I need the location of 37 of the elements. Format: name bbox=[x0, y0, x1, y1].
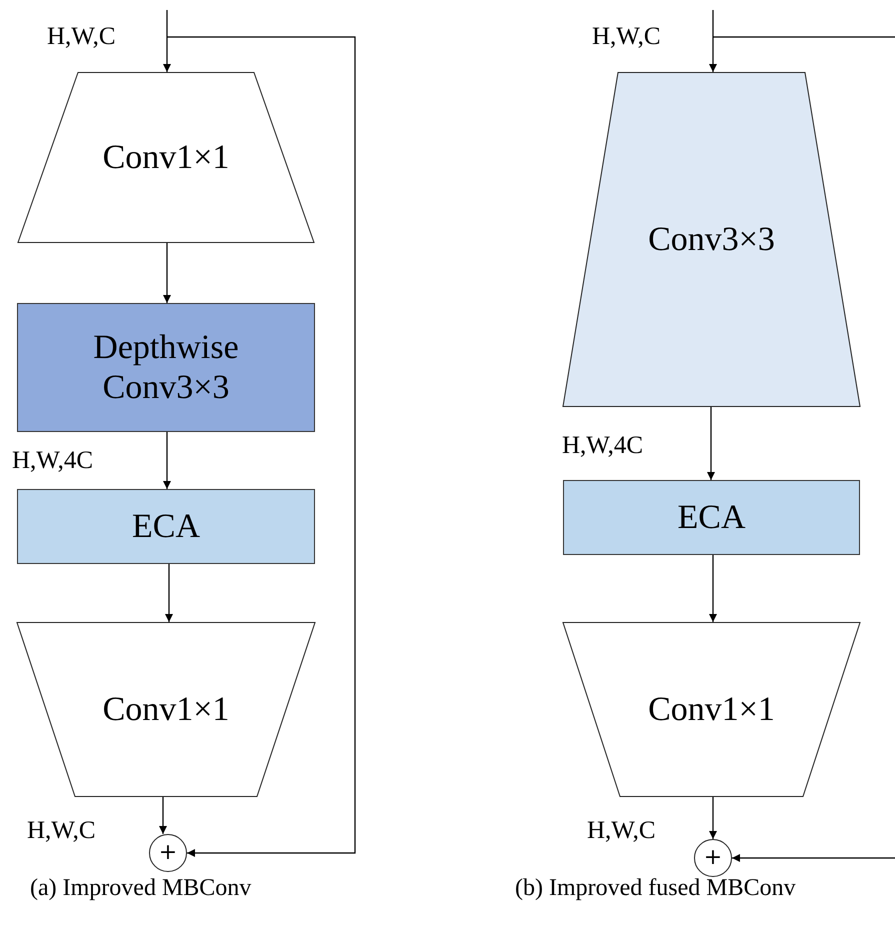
plus-sign: + bbox=[158, 840, 178, 866]
dimension-label: H,W,4C bbox=[562, 433, 644, 458]
arrow bbox=[709, 555, 717, 622]
arrow bbox=[712, 36, 895, 862]
layer-box bbox=[17, 303, 315, 432]
arrow bbox=[709, 10, 717, 72]
trapezoid-block bbox=[563, 72, 860, 407]
arrow bbox=[163, 10, 171, 72]
dimension-label: H,W,C bbox=[587, 818, 656, 843]
caption: (b) Improved fused MBConv bbox=[515, 876, 796, 900]
arrow bbox=[163, 432, 171, 489]
block-label: ECA bbox=[132, 506, 200, 546]
block-label: Depthwise Conv3×3 bbox=[92, 328, 240, 407]
dimension-label: H,W,C bbox=[592, 24, 661, 49]
arrow bbox=[709, 797, 717, 839]
layer-box bbox=[17, 489, 315, 564]
arrow bbox=[163, 243, 171, 303]
caption: (a) Improved MBConv bbox=[30, 876, 252, 900]
dimension-label: H,W,4C bbox=[12, 448, 94, 473]
trapezoid-block bbox=[563, 622, 860, 797]
add-circle bbox=[149, 834, 187, 872]
dimension-label: H,W,C bbox=[27, 818, 96, 843]
arrow bbox=[167, 36, 356, 857]
dimension-label: H,W,C bbox=[47, 24, 116, 49]
block-label: Conv3×3 bbox=[648, 220, 775, 260]
block-label: Conv1×1 bbox=[648, 690, 775, 730]
arrow bbox=[707, 407, 715, 480]
arrow bbox=[159, 797, 167, 834]
block-label: ECA bbox=[678, 498, 746, 538]
trapezoid-block bbox=[18, 72, 314, 243]
trapezoid-block bbox=[17, 622, 315, 797]
layer-box bbox=[563, 480, 860, 555]
block-label: Conv1×1 bbox=[102, 138, 230, 178]
block-label: Conv1×1 bbox=[102, 690, 230, 730]
add-circle bbox=[694, 839, 732, 877]
arrow bbox=[165, 564, 173, 622]
plus-sign: + bbox=[704, 845, 722, 871]
